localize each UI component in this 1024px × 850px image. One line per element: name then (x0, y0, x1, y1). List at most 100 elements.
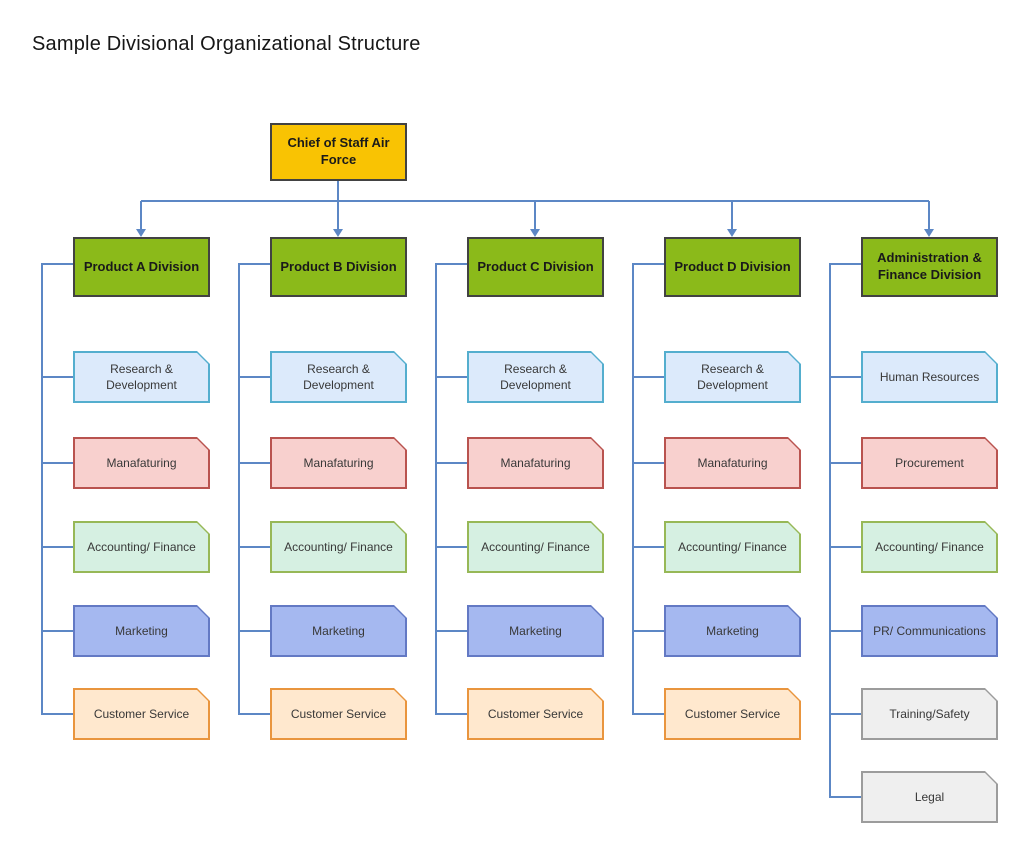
connector-spine-2 (238, 263, 240, 715)
node-label: Manafaturing (697, 455, 768, 470)
node-research-development[interactable]: Research & Development (73, 351, 210, 403)
connector-stub-5-5 (830, 713, 861, 715)
node-label: Manafaturing (500, 455, 571, 470)
node-label: Accounting/ Finance (678, 539, 787, 554)
node-research-development[interactable]: Research & Development (467, 351, 604, 403)
node-training-safety[interactable]: Training/Safety (861, 688, 998, 740)
connector-stub-3-2 (436, 462, 467, 464)
node-label: Human Resources (879, 369, 980, 384)
node-body: Research & Development (469, 353, 602, 401)
node-customer-service[interactable]: Customer Service (270, 688, 407, 740)
node-label: Research & Development (106, 361, 177, 392)
node-customer-service[interactable]: Customer Service (73, 688, 210, 740)
node-label: Research & Development (697, 361, 768, 392)
node-marketing[interactable]: Marketing (467, 605, 604, 657)
node-manafaturing[interactable]: Manafaturing (73, 437, 210, 489)
node-accounting-finance[interactable]: Accounting/ Finance (270, 521, 407, 573)
connector-stub-4-3 (633, 546, 664, 548)
node-customer-service[interactable]: Customer Service (467, 688, 604, 740)
connector-spine-stub-division-3 (436, 263, 467, 265)
connector-stub-2-4 (239, 630, 270, 632)
connector-stub-2-5 (239, 713, 270, 715)
connector-stub-1-3 (42, 546, 73, 548)
node-marketing[interactable]: Marketing (270, 605, 407, 657)
connector-stub-4-2 (633, 462, 664, 464)
connector-stub-1-1 (42, 376, 73, 378)
node-legal[interactable]: Legal (861, 771, 998, 823)
node-accounting-finance[interactable]: Accounting/ Finance (467, 521, 604, 573)
node-research-development[interactable]: Research & Development (664, 351, 801, 403)
node-body: Procurement (863, 439, 996, 487)
root-node-chief-of-staff[interactable]: Chief of Staff Air Force (270, 123, 407, 181)
node-customer-service[interactable]: Customer Service (664, 688, 801, 740)
node-body: Research & Development (272, 353, 405, 401)
node-label: Training/Safety (889, 706, 970, 721)
node-body: Marketing (272, 607, 405, 655)
node-body: Accounting/ Finance (863, 523, 996, 571)
node-body: Customer Service (75, 690, 208, 738)
division-label: Product D Division (674, 258, 791, 274)
node-procurement[interactable]: Procurement (861, 437, 998, 489)
connector-stub-1-4 (42, 630, 73, 632)
node-body: Accounting/ Finance (666, 523, 799, 571)
node-marketing[interactable]: Marketing (73, 605, 210, 657)
node-body: Customer Service (666, 690, 799, 738)
node-accounting-finance[interactable]: Accounting/ Finance (73, 521, 210, 573)
node-manafaturing[interactable]: Manafaturing (664, 437, 801, 489)
node-body: Accounting/ Finance (272, 523, 405, 571)
node-body: Human Resources (863, 353, 996, 401)
node-marketing[interactable]: Marketing (664, 605, 801, 657)
connector-stub-5-2 (830, 462, 861, 464)
node-human-resources[interactable]: Human Resources (861, 351, 998, 403)
division-node-product-d-division[interactable]: Product D Division (664, 237, 801, 297)
node-manafaturing[interactable]: Manafaturing (270, 437, 407, 489)
node-label: Customer Service (487, 706, 584, 721)
node-label: PR/ Communications (873, 623, 986, 638)
node-research-development[interactable]: Research & Development (270, 351, 407, 403)
node-label: Marketing (706, 623, 759, 638)
node-body: Marketing (469, 607, 602, 655)
node-body: Customer Service (272, 690, 405, 738)
node-body: Research & Development (75, 353, 208, 401)
division-node-product-a-division[interactable]: Product A Division (73, 237, 210, 297)
connector-spine-stub-division-5 (830, 263, 861, 265)
connector-stub-3-3 (436, 546, 467, 548)
arrow-down-icon (924, 229, 934, 237)
node-label: Legal (914, 789, 945, 804)
connector-stub-1-2 (42, 462, 73, 464)
division-node-product-b-division[interactable]: Product B Division (270, 237, 407, 297)
node-body: Manafaturing (469, 439, 602, 487)
division-label: Product B Division (280, 258, 397, 274)
node-body: Legal (863, 773, 996, 821)
connector-spine-4 (632, 263, 634, 715)
connector-stub-3-5 (436, 713, 467, 715)
node-accounting-finance[interactable]: Accounting/ Finance (664, 521, 801, 573)
node-label: Accounting/ Finance (284, 539, 393, 554)
node-body: Accounting/ Finance (75, 523, 208, 571)
connector-spine-stub-division-1 (42, 263, 73, 265)
node-manafaturing[interactable]: Manafaturing (467, 437, 604, 489)
division-node-administration-finance-division[interactable]: Administration & Finance Division (861, 237, 998, 297)
node-body: Training/Safety (863, 690, 996, 738)
node-body: Marketing (75, 607, 208, 655)
connector-stub-4-4 (633, 630, 664, 632)
connector-stub-2-1 (239, 376, 270, 378)
connector-stub-4-1 (633, 376, 664, 378)
node-body: Manafaturing (272, 439, 405, 487)
connector-drop-2 (337, 201, 339, 230)
connector-drop-1 (140, 201, 142, 230)
arrow-down-icon (727, 229, 737, 237)
connector-drop-5 (928, 201, 930, 230)
node-label: Customer Service (684, 706, 781, 721)
node-label: Research & Development (500, 361, 571, 392)
division-node-product-c-division[interactable]: Product C Division (467, 237, 604, 297)
connector-spine-5 (829, 263, 831, 798)
connector-spine-stub-division-2 (239, 263, 270, 265)
connector-drop-3 (534, 201, 536, 230)
node-accounting-finance[interactable]: Accounting/ Finance (861, 521, 998, 573)
node-body: Marketing (666, 607, 799, 655)
node-pr-communications[interactable]: PR/ Communications (861, 605, 998, 657)
connector-stub-5-3 (830, 546, 861, 548)
node-label: Accounting/ Finance (481, 539, 590, 554)
